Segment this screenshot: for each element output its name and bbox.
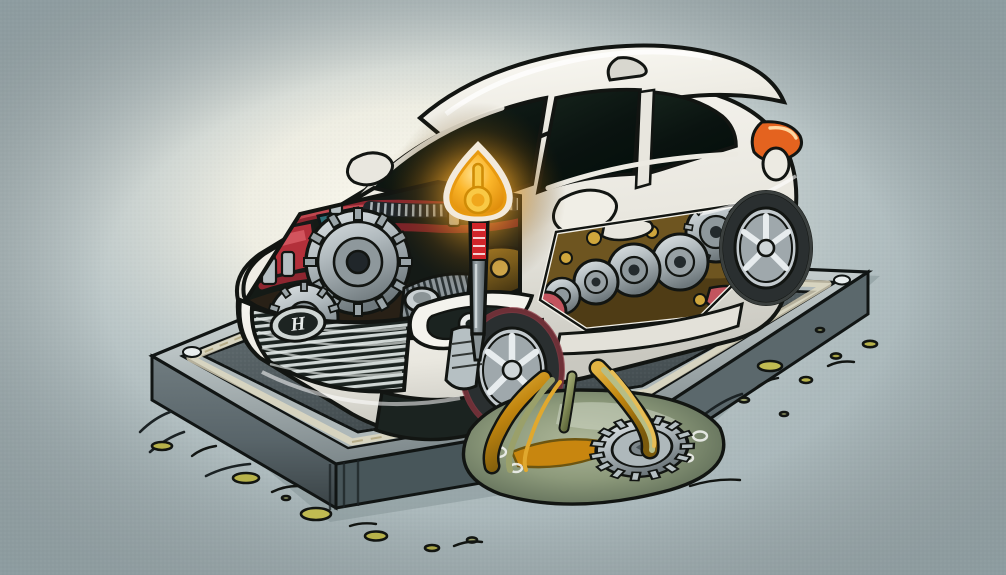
- oil-stream-right-c: [601, 367, 656, 453]
- rocker-panel: [554, 301, 744, 356]
- dipstick-level-marks: [470, 221, 488, 261]
- oil-droplet: [280, 494, 292, 502]
- pan-wall-seams: [328, 460, 360, 510]
- side-mirror-driver: [346, 151, 394, 187]
- oil-stream-left-d: [522, 380, 562, 472]
- oil-droplet: [423, 543, 441, 553]
- side-window-rear: [641, 90, 738, 177]
- cutaway-gear-4: [572, 258, 620, 306]
- oil-droplet: [231, 471, 261, 485]
- oil-droplet: [798, 375, 814, 385]
- tail-light-highlight: [768, 126, 798, 140]
- oil-streams: [482, 358, 660, 475]
- oil-droplet: [363, 530, 389, 542]
- oil-droplet: [814, 326, 826, 334]
- oil-droplets-on-floor: [150, 326, 879, 553]
- oil-droplet: [829, 352, 843, 360]
- engine-main-gear: [303, 207, 413, 317]
- oil-stream-middle-fill: [560, 372, 576, 432]
- oil-droplet-splash-marks: [190, 360, 856, 548]
- oil-stream-right-d: [610, 370, 657, 448]
- oil-leak-group: [150, 326, 879, 553]
- oil-droplet: [299, 506, 333, 522]
- oil-droplet: [861, 339, 879, 349]
- hyundai-badge: H: [269, 305, 327, 343]
- b-pillar: [634, 88, 656, 190]
- oil-droplet: [756, 359, 784, 373]
- car-roof-highlight: [444, 49, 713, 117]
- oil-stream-left-c: [505, 377, 555, 473]
- oil-droplet: [737, 396, 751, 404]
- oil-droplet: [778, 410, 790, 418]
- dipstick-tube-tip: [470, 332, 486, 362]
- warning-lamp-thermometer-glyph: [463, 162, 493, 215]
- oil-stream-left-b: [485, 372, 550, 472]
- cutaway-gear-3: [606, 242, 662, 298]
- front-bumper-crease: [261, 370, 461, 406]
- rear-wheel: [719, 190, 813, 306]
- oil-warning-lamp: [443, 141, 513, 222]
- oil-droplet: [150, 440, 174, 452]
- hyundai-badge-letter: H: [288, 313, 307, 336]
- window-belt-chrome: [545, 151, 739, 191]
- dipstick-warning-assembly: [390, 102, 566, 362]
- roof-antenna-fin: [606, 56, 648, 82]
- cutaway-gear-2: [650, 232, 710, 292]
- fuel-filler-cap: [761, 146, 791, 182]
